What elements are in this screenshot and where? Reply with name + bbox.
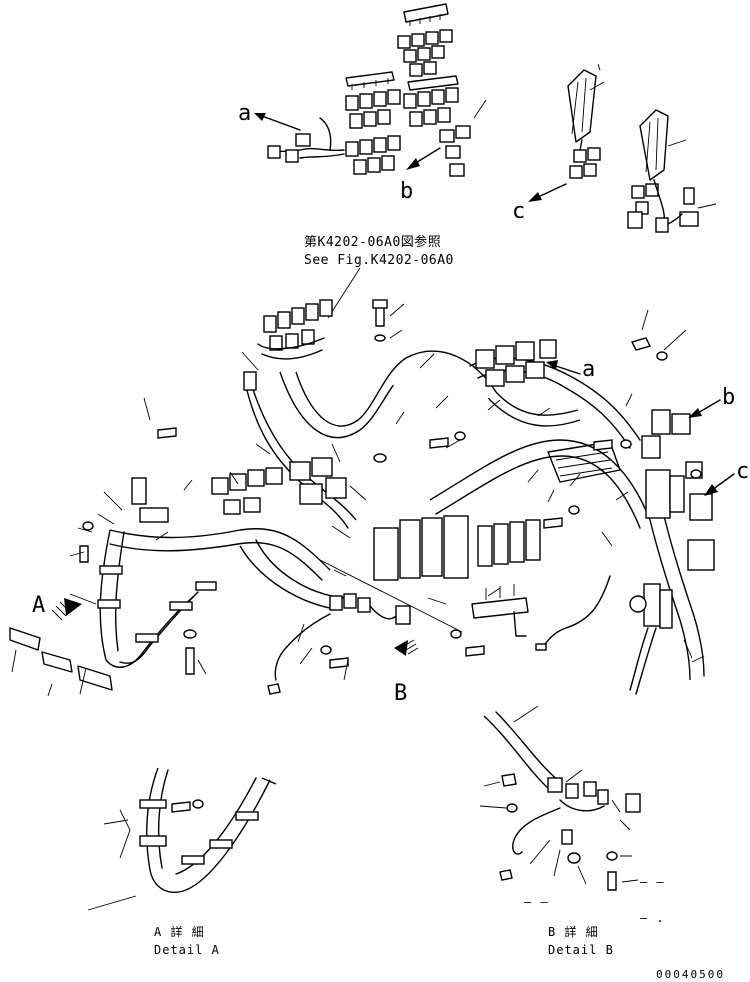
- clamps-left-tube: [97, 477, 217, 643]
- leader-bracket-right: [667, 139, 687, 147]
- detail-a-title-en: Detail A: [154, 943, 220, 957]
- main-wiring-harness: a: [9, 299, 749, 706]
- callout-a-main: a: [582, 357, 595, 382]
- leader-bracket-left: [589, 81, 605, 91]
- connector-cluster-B: [274, 593, 411, 681]
- arrow-b-top: [406, 147, 441, 170]
- relay-block-assembly-top: a b: [238, 3, 487, 204]
- bracket-left-vertical: [567, 63, 601, 179]
- callout-a-top: a: [238, 101, 251, 126]
- callout-c-main: c: [736, 459, 749, 484]
- harness-lead-a-top: [267, 117, 345, 163]
- detail-a-title-jp: A 詳 細: [154, 924, 205, 939]
- connector-right-upper: [475, 339, 557, 387]
- arrow-a-main: [546, 360, 581, 375]
- drawing-code: 00040500: [656, 968, 725, 981]
- arrow-B-view: [394, 639, 419, 656]
- fuse-bracket-assembly: c: [512, 63, 717, 233]
- detail-b-title-en: Detail B: [548, 943, 614, 957]
- detail-b-dash-3: — .: [640, 911, 665, 925]
- fuse-module-centre: [547, 441, 621, 483]
- arrow-a-top: [254, 113, 301, 131]
- detail-b-view: [479, 705, 641, 891]
- bolts-and-washers: [79, 299, 702, 695]
- reference-note-jp: 第K4202-06A0図参照: [304, 234, 441, 250]
- leader-lines-main: [11, 303, 705, 697]
- reference-note-en: See Fig.K4202-06A0: [304, 253, 454, 268]
- arrow-b-main: [688, 399, 721, 418]
- arrow-c-top: [528, 183, 567, 202]
- arrow-c-main: [704, 473, 735, 496]
- callout-A-view: A: [32, 593, 45, 618]
- bracket-lower-centre: [471, 584, 529, 637]
- detail-a-view: [87, 767, 277, 911]
- reference-leader: [327, 267, 361, 319]
- leader-top-relay: [473, 99, 487, 119]
- retaining-straps: [9, 627, 113, 691]
- detail-b-dash-1: — —: [524, 895, 549, 909]
- relay-row-left: [345, 71, 401, 129]
- relay-row-right: [403, 75, 459, 127]
- detail-b-title-jp: B 詳 細: [548, 924, 599, 939]
- detail-b-dash-2: — —: [640, 875, 665, 889]
- relay-row-lower: [345, 125, 471, 177]
- callout-b-main: b: [722, 385, 735, 410]
- callout-b-top: b: [400, 179, 413, 204]
- callout-c-top: c: [512, 199, 525, 224]
- callout-B-view: B: [394, 681, 407, 706]
- connector-block-centre: [373, 515, 541, 581]
- relay-bracket-top: [397, 3, 453, 77]
- connector-left-mid: [211, 457, 347, 515]
- arrow-A-view: [51, 598, 82, 621]
- leader-connector-right: [697, 203, 717, 209]
- connector-cluster-right: [629, 409, 715, 695]
- connector-cluster-upper: [257, 299, 333, 360]
- bracket-right-vertical: [627, 109, 699, 233]
